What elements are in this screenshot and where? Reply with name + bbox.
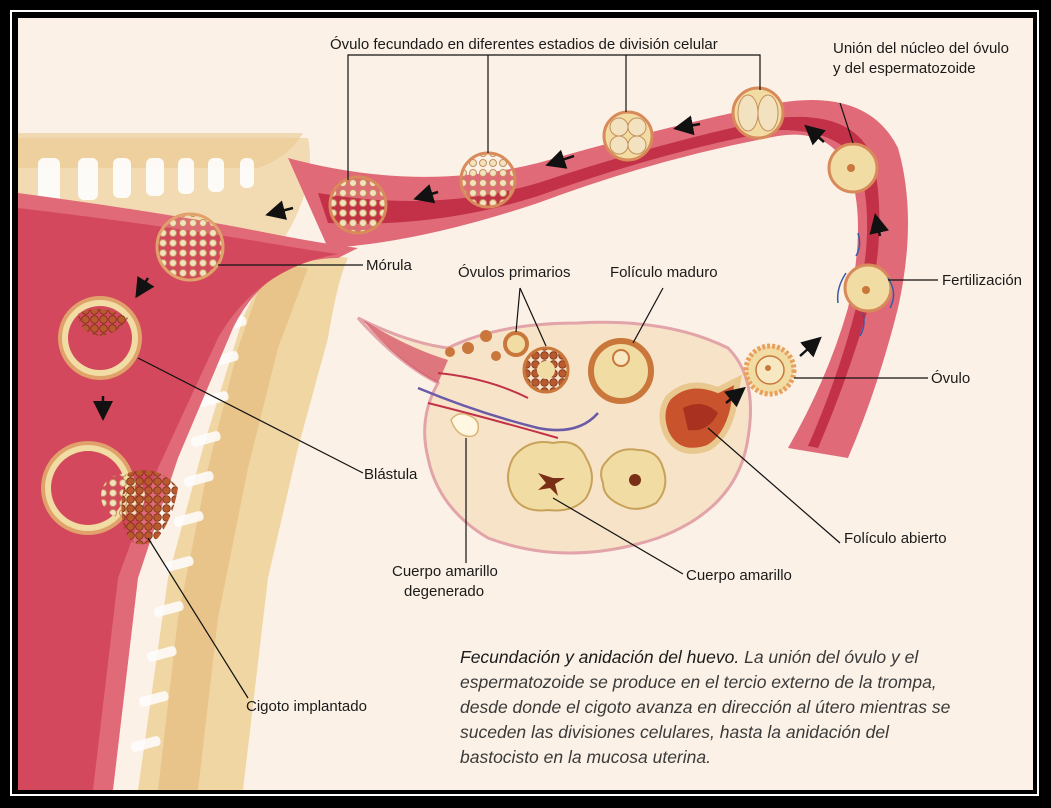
caption-line-2: espermatozoide se produce en el tercio e…	[460, 670, 1020, 695]
blastula-cell	[60, 298, 140, 378]
mature-follicle	[591, 341, 651, 401]
label-cigoto-implantado: Cigoto implantado	[246, 698, 367, 716]
label-cuerpo-amarillo-degenerado-line1: Cuerpo amarillo	[392, 563, 498, 581]
two-cell-stage	[733, 88, 783, 138]
label-cuerpo-amarillo-degenerado-line2: degenerado	[404, 583, 484, 601]
caption-line-1-rest: La unión del óvulo y el	[739, 647, 918, 667]
caption-line-1: Fecundación y anidación del huevo. La un…	[460, 645, 1020, 670]
caption-line-5: bastocisto en la mucosa uterina.	[460, 745, 1020, 770]
label-blastula: Blástula	[364, 466, 417, 484]
ovum	[746, 346, 794, 394]
pronuclei-cell	[829, 144, 877, 192]
eight-cell-stage	[461, 153, 515, 207]
label-fertilizacion: Fertilización	[942, 272, 1022, 290]
morula-cell	[157, 214, 223, 280]
four-cell-stage	[604, 112, 652, 160]
sixteen-cell-stage	[330, 177, 386, 233]
label-ovulo-fecundado: Óvulo fecundado en diferentes estadios d…	[330, 36, 718, 54]
label-foliculo-abierto: Folículo abierto	[844, 530, 947, 548]
label-foliculo-maduro: Folículo maduro	[610, 264, 718, 282]
caption-line-3: desde donde el cigoto avanza en direcció…	[460, 695, 1020, 720]
label-union-nucleo-line1: Unión del núcleo del óvulo	[833, 40, 1009, 58]
figure-caption: Fecundación y anidación del huevo. La un…	[460, 645, 1020, 770]
label-morula: Mórula	[366, 257, 412, 275]
label-union-nucleo-line2: y del espermatozoide	[833, 60, 976, 78]
diagram-panel: Óvulo fecundado en diferentes estadios d…	[18, 18, 1033, 790]
caption-title: Fecundación y anidación del huevo.	[460, 647, 739, 667]
caption-line-4: suceden las divisiones celulares, hasta …	[460, 720, 1020, 745]
label-ovulo: Óvulo	[931, 370, 970, 388]
label-cuerpo-amarillo: Cuerpo amarillo	[686, 567, 792, 585]
label-ovulos-primarios: Óvulos primarios	[458, 264, 571, 282]
